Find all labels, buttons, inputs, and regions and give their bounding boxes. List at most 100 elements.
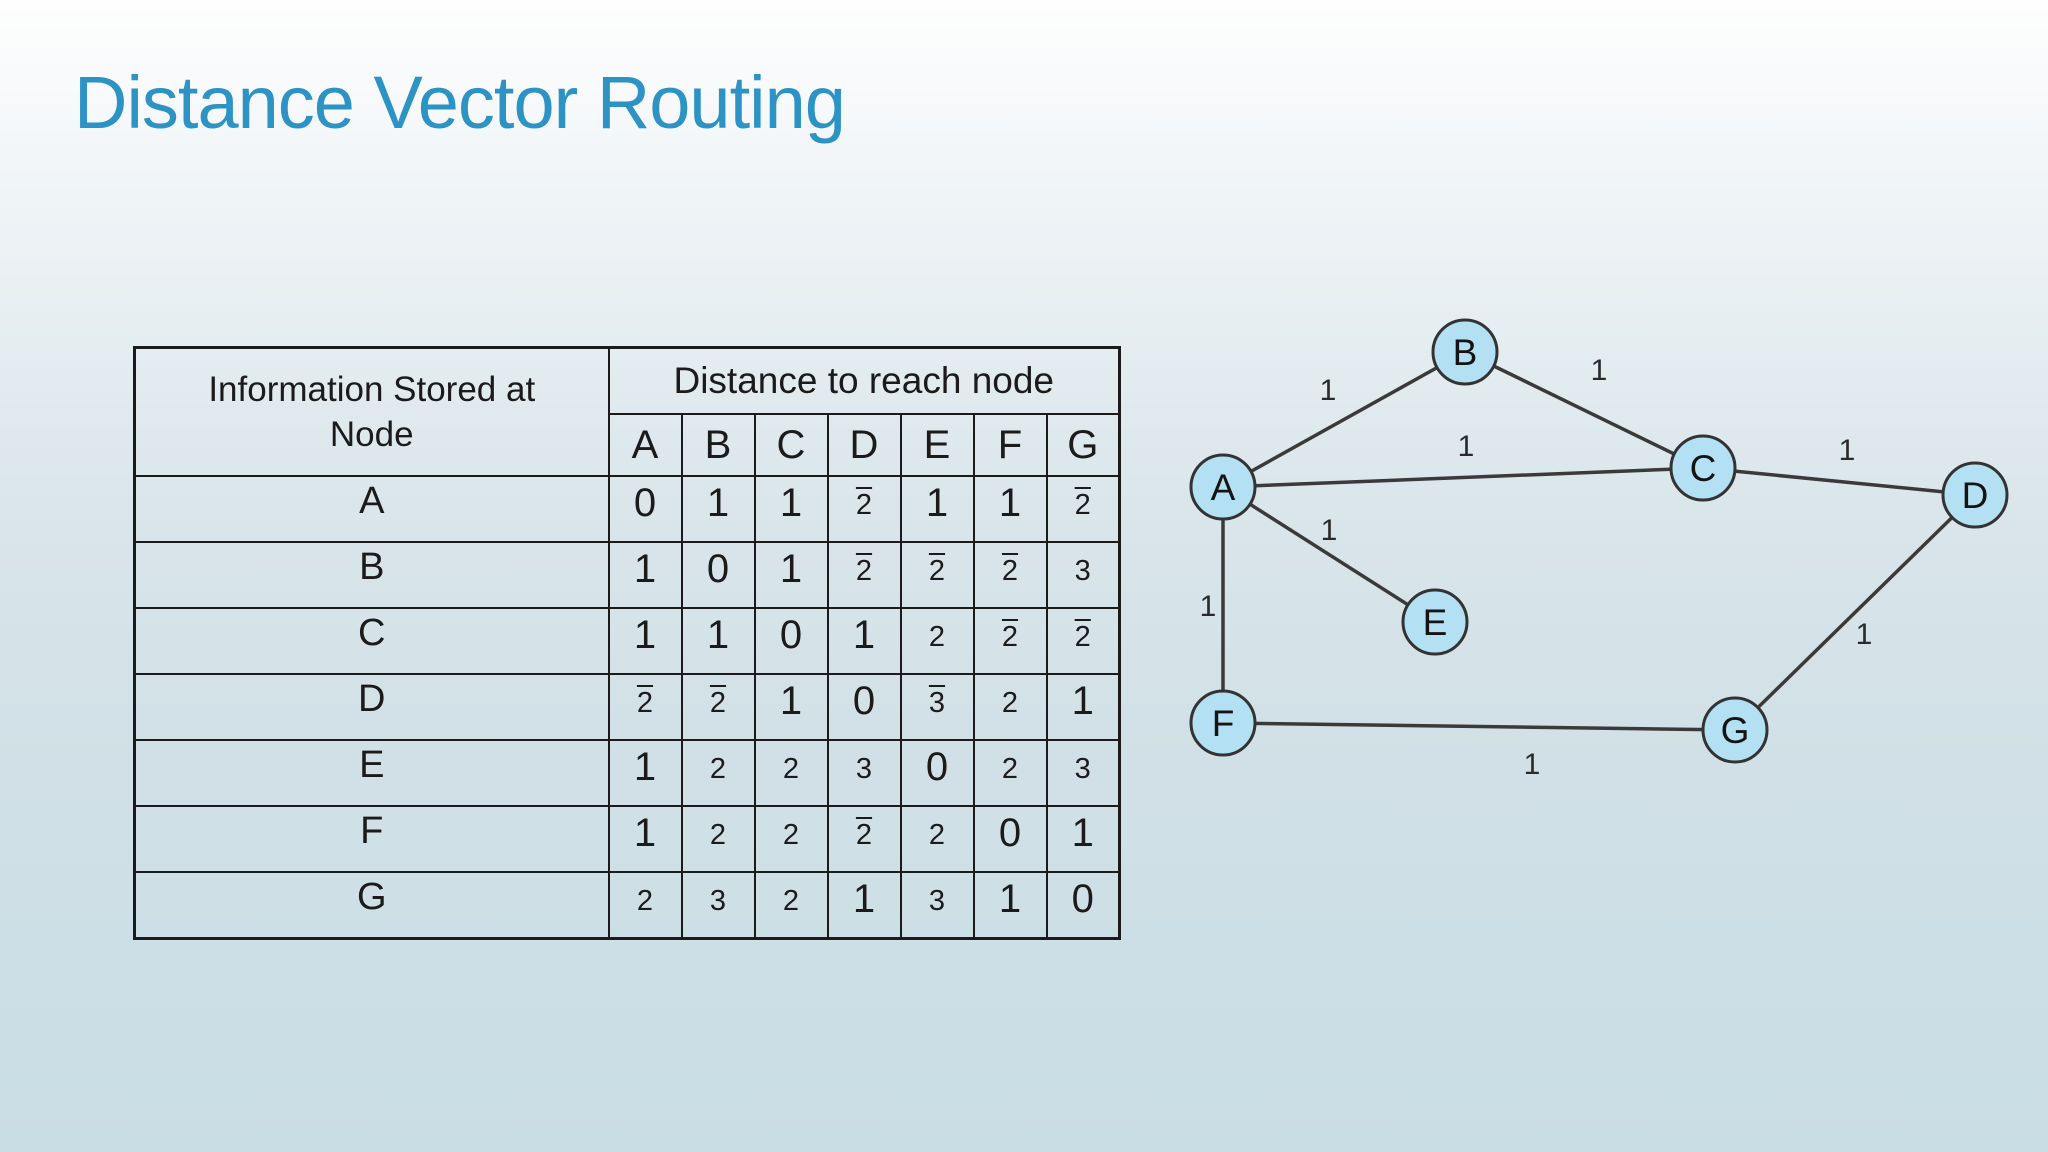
node-label-G: G	[1721, 710, 1750, 751]
distance-G-to-D: 1	[826, 871, 902, 940]
group-header-row: Information Stored at Node Distance to r…	[133, 346, 1121, 477]
row-label-G: G	[133, 871, 610, 940]
distance-A-to-F: 1	[972, 475, 1048, 543]
graph-edge-D-G	[1733, 493, 1977, 732]
page-title: Distance Vector Routing	[74, 61, 846, 144]
graph-node-F	[1189, 689, 1257, 757]
dest-col-header-G: G	[1045, 413, 1121, 477]
distance-G-to-E: 3	[899, 871, 975, 940]
distance-G-to-B: 3	[680, 871, 756, 940]
row-label-B: B	[133, 541, 610, 609]
distance-B-to-G: 3	[1045, 541, 1121, 609]
row-label-F: F	[133, 805, 610, 873]
graph-edge-A-E	[1222, 485, 1436, 624]
graph-node-B	[1431, 318, 1499, 386]
row-label-C: C	[133, 607, 610, 675]
distance-E-to-C: 2	[753, 739, 829, 807]
distance-B-to-E: 2	[899, 541, 975, 609]
distance-F-to-A: 1	[607, 805, 683, 873]
table-header: Information Stored at Node Distance to r…	[133, 346, 1121, 477]
distance-G-to-G: 0	[1045, 871, 1121, 940]
distance-D-to-C: 1	[753, 673, 829, 741]
edge-weight-A-F: 1	[1200, 590, 1217, 623]
distance-F-to-D: 2	[826, 805, 902, 873]
distance-A-to-G: 2	[1045, 475, 1121, 543]
graph-node-D	[1941, 461, 2009, 529]
edge-weight-F-G: 1	[1524, 748, 1541, 781]
distance-E-to-E: 0	[899, 739, 975, 807]
distance-C-to-F: 2	[972, 607, 1048, 675]
dest-col-header-B: B	[680, 413, 756, 477]
distance-group-header: Distance to reach node	[607, 346, 1121, 415]
distance-C-to-G: 2	[1045, 607, 1121, 675]
distance-F-to-C: 2	[753, 805, 829, 873]
node-label-E: E	[1423, 602, 1448, 643]
edge-weight-A-E: 1	[1321, 514, 1338, 547]
distance-C-to-B: 1	[680, 607, 756, 675]
node-label-C: C	[1690, 448, 1717, 489]
corner-header-line2: Node	[329, 415, 414, 454]
distance-A-to-D: 2	[826, 475, 902, 543]
distance-C-to-A: 1	[607, 607, 683, 675]
node-label-A: A	[1211, 467, 1236, 508]
dest-col-header-A: A	[607, 413, 683, 477]
distance-C-to-C: 0	[753, 607, 829, 675]
distance-E-to-D: 3	[826, 739, 902, 807]
graph-node-E	[1401, 588, 1469, 656]
edge-weight-A-B: 1	[1320, 374, 1337, 407]
corner-header: Information Stored at Node	[133, 346, 610, 477]
distance-F-to-F: 0	[972, 805, 1048, 873]
node-label-D: D	[1962, 475, 1989, 516]
dest-col-header-E: E	[899, 413, 975, 477]
distance-B-to-A: 1	[607, 541, 683, 609]
node-label-B: B	[1453, 332, 1478, 373]
distance-F-to-E: 2	[899, 805, 975, 873]
distance-A-to-A: 0	[607, 475, 683, 543]
distance-B-to-F: 2	[972, 541, 1048, 609]
distance-E-to-G: 3	[1045, 739, 1121, 807]
distance-A-to-C: 1	[753, 475, 829, 543]
graph-edge-A-C	[1222, 466, 1704, 489]
distance-C-to-D: 1	[826, 607, 902, 675]
distance-E-to-B: 2	[680, 739, 756, 807]
distance-D-to-B: 2	[680, 673, 756, 741]
row-label-E: E	[133, 739, 610, 807]
graph-edge-B-C	[1464, 350, 1704, 470]
edge-weight-A-C: 1	[1458, 430, 1475, 463]
graph-edge-F-G	[1222, 721, 1736, 732]
distance-D-to-D: 0	[826, 673, 902, 741]
distance-D-to-E: 3	[899, 673, 975, 741]
distance-B-to-D: 2	[826, 541, 902, 609]
graph-edge-C-D	[1702, 466, 1976, 497]
distance-G-to-C: 2	[753, 871, 829, 940]
distance-B-to-B: 0	[680, 541, 756, 609]
distance-G-to-F: 1	[972, 871, 1048, 940]
graph-node-C	[1669, 434, 1737, 502]
distance-D-to-G: 1	[1045, 673, 1121, 741]
distance-G-to-A: 2	[607, 871, 683, 940]
graph-node-A	[1189, 453, 1257, 521]
distance-B-to-C: 1	[753, 541, 829, 609]
distance-A-to-B: 1	[680, 475, 756, 543]
distance-C-to-E: 2	[899, 607, 975, 675]
graph-edge-A-B	[1222, 350, 1466, 489]
graph-node-G	[1701, 696, 1769, 764]
distance-A-to-E: 1	[899, 475, 975, 543]
corner-header-line1: Information Stored at	[208, 369, 536, 409]
distance-E-to-F: 2	[972, 739, 1048, 807]
distance-D-to-F: 2	[972, 673, 1048, 741]
dest-col-header-D: D	[826, 413, 902, 477]
distance-D-to-A: 2	[607, 673, 683, 741]
row-label-A: A	[133, 475, 610, 543]
distance-F-to-B: 2	[680, 805, 756, 873]
